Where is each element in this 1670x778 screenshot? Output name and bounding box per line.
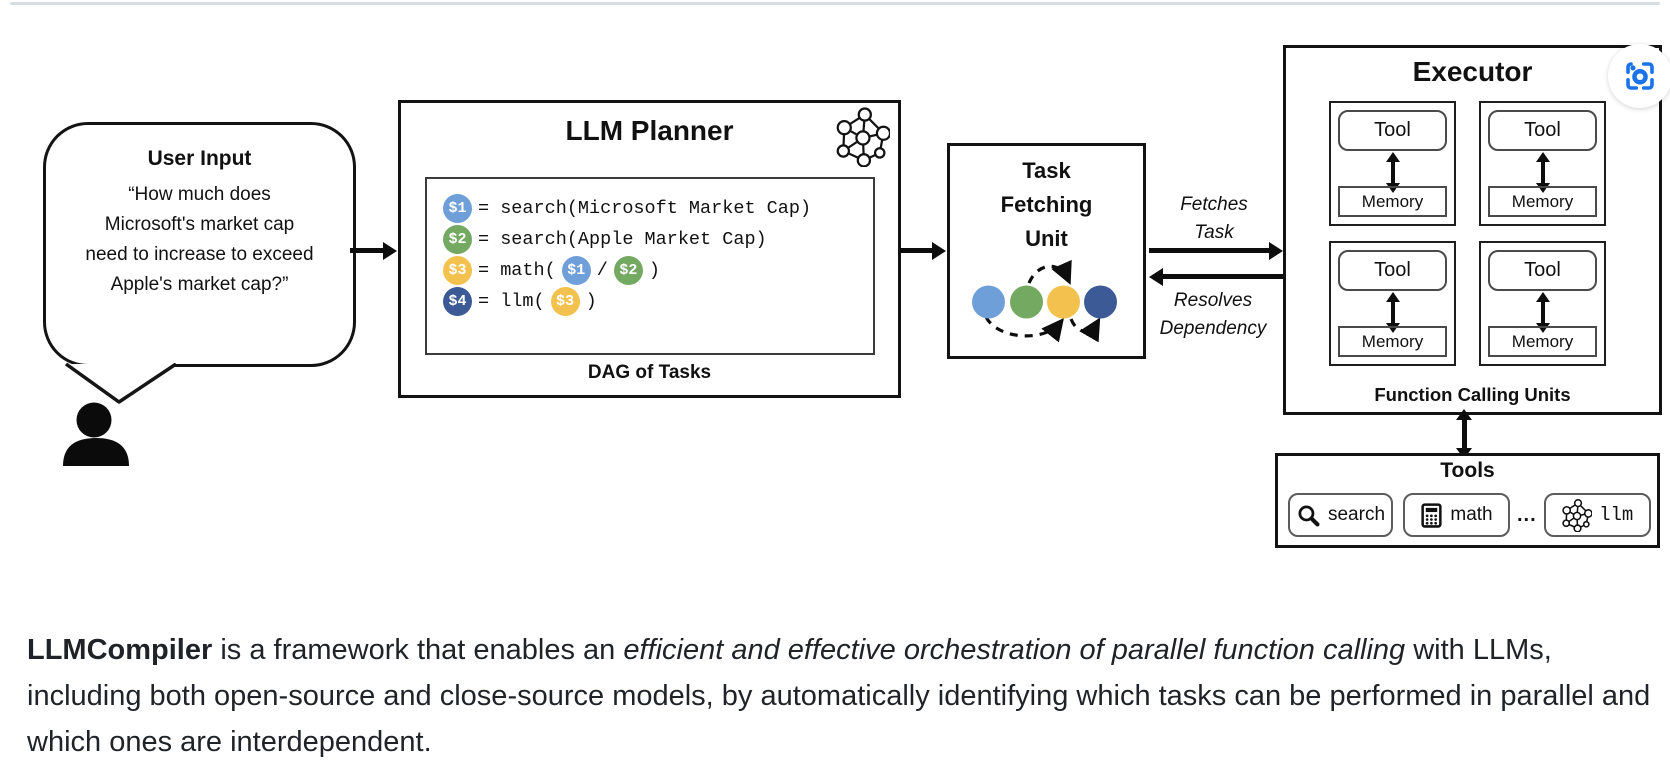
task-code: = math( bbox=[478, 260, 556, 281]
task-arg-badge: $2 bbox=[613, 256, 643, 285]
math-tool-label: math bbox=[1450, 504, 1493, 525]
ellipsis: ... bbox=[1517, 503, 1537, 526]
lens-icon bbox=[1626, 62, 1654, 90]
bubble-tail bbox=[64, 363, 177, 404]
task-fetching-unit-title: Task Fetching Unit bbox=[1000, 158, 1093, 251]
quote-line: “How much does bbox=[128, 184, 271, 205]
task-code: / bbox=[596, 260, 608, 281]
math-tool-chip: math bbox=[1403, 493, 1510, 537]
tool-memory-arrow bbox=[1390, 161, 1395, 184]
user-input-quote: “How much does Microsoft's market cap ne… bbox=[46, 180, 353, 300]
task-line-4: $4 = llm($3) bbox=[443, 286, 873, 317]
executor-title: Executor bbox=[1412, 56, 1533, 87]
task-arg-badge: $3 bbox=[550, 287, 580, 316]
function-calling-unit: Tool Memory bbox=[1479, 241, 1606, 366]
arrow-executor-tools bbox=[1462, 419, 1467, 449]
function-calling-unit: Tool Memory bbox=[1329, 101, 1456, 226]
quote-line: Microsoft's market cap bbox=[104, 214, 295, 235]
calculator-icon bbox=[1421, 502, 1442, 528]
task-fetching-unit-box: Task Fetching Unit bbox=[947, 143, 1146, 359]
task-nodes-graphic bbox=[972, 259, 1117, 343]
neural-network-icon bbox=[836, 107, 890, 167]
task-var-badge: $3 bbox=[443, 256, 472, 285]
memory-box: Memory bbox=[1338, 326, 1447, 357]
tools-title: Tools bbox=[1440, 459, 1495, 482]
resolves-dependency-label: Resolves Dependency bbox=[1159, 290, 1267, 339]
task-code: ) bbox=[585, 291, 597, 312]
dag-code-block: $1 = search(Microsoft Market Cap) $2 = sea… bbox=[425, 177, 875, 355]
task-node-4 bbox=[1084, 285, 1117, 319]
search-icon bbox=[1298, 504, 1320, 527]
divider bbox=[10, 2, 1660, 5]
description-text: with LLMs, including both open-source an… bbox=[27, 634, 1651, 758]
task-line-2: $2 = search(Apple Market Cap) bbox=[443, 224, 873, 255]
user-input-bubble: User Input “How much does Microsoft's ma… bbox=[43, 122, 356, 367]
tool-box: Tool bbox=[1488, 110, 1597, 151]
lens-button[interactable] bbox=[1608, 44, 1670, 108]
task-line-1: $1 = search(Microsoft Market Cap) bbox=[443, 193, 873, 224]
memory-box: Memory bbox=[1338, 186, 1447, 217]
task-line-3: $3 = math($1/$2) bbox=[443, 255, 873, 286]
quote-line: need to increase to exceed bbox=[85, 244, 314, 265]
description-text: is a framework that enables an bbox=[212, 634, 624, 666]
tool-memory-arrow bbox=[1540, 161, 1545, 184]
arrow-planner-to-tfu bbox=[900, 248, 933, 253]
tools-box: Tools search math bbox=[1275, 453, 1660, 548]
llm-planner-title: LLM Planner bbox=[565, 115, 734, 146]
person-icon bbox=[63, 402, 129, 466]
function-calling-unit: Tool Memory bbox=[1329, 241, 1456, 366]
dag-of-tasks-caption: DAG of Tasks bbox=[587, 362, 712, 383]
arrow-fetches-task bbox=[1149, 248, 1270, 253]
task-code: = search(Microsoft Market Cap) bbox=[478, 198, 812, 219]
task-var-badge: $2 bbox=[443, 225, 472, 254]
task-code: = llm( bbox=[478, 291, 545, 312]
arrow-resolves-dependency bbox=[1162, 274, 1283, 279]
function-calling-unit: Tool Memory bbox=[1479, 101, 1606, 226]
tool-memory-arrow bbox=[1390, 301, 1395, 324]
search-tool-label: search bbox=[1327, 504, 1386, 525]
neural-network-icon bbox=[1562, 498, 1593, 532]
function-calling-units-caption: Function Calling Units bbox=[1374, 384, 1571, 405]
task-var-badge: $1 bbox=[443, 194, 472, 223]
llm-tool-label: llm bbox=[1599, 504, 1634, 526]
description-bold: LLMCompiler bbox=[27, 634, 213, 666]
description-paragraph: LLMCompiler is a framework that enables … bbox=[27, 627, 1655, 765]
llm-tool-chip: llm bbox=[1543, 493, 1651, 537]
tool-chips-row: search math ... bbox=[1288, 493, 1651, 537]
description-italic: efficient and effective orchestration of… bbox=[623, 634, 1406, 666]
fetches-task-label: Fetches Task bbox=[1180, 194, 1248, 243]
task-var-badge: $4 bbox=[443, 287, 472, 316]
search-tool-chip: search bbox=[1288, 493, 1393, 537]
task-arg-badge: $1 bbox=[561, 256, 591, 285]
quote-line: Apple's market cap?” bbox=[110, 274, 289, 295]
arrow-userinput-to-planner bbox=[350, 248, 384, 253]
tool-box: Tool bbox=[1338, 250, 1447, 291]
task-node-2 bbox=[1010, 285, 1043, 319]
task-node-1 bbox=[972, 285, 1005, 319]
tool-box: Tool bbox=[1338, 110, 1447, 151]
memory-box: Memory bbox=[1488, 326, 1597, 357]
task-code: ) bbox=[648, 260, 660, 281]
llm-planner-box: LLM Planner $1 = search(Microsoft Market … bbox=[398, 100, 901, 398]
tool-memory-arrow bbox=[1540, 301, 1545, 324]
user-input-title: User Input bbox=[147, 147, 252, 170]
tool-box: Tool bbox=[1488, 250, 1597, 291]
memory-box: Memory bbox=[1488, 186, 1597, 217]
task-node-3 bbox=[1047, 285, 1080, 319]
executor-box: Executor Tool Memory Tool Memory Tool Me… bbox=[1283, 45, 1662, 415]
task-code: = search(Apple Market Cap) bbox=[478, 229, 767, 250]
